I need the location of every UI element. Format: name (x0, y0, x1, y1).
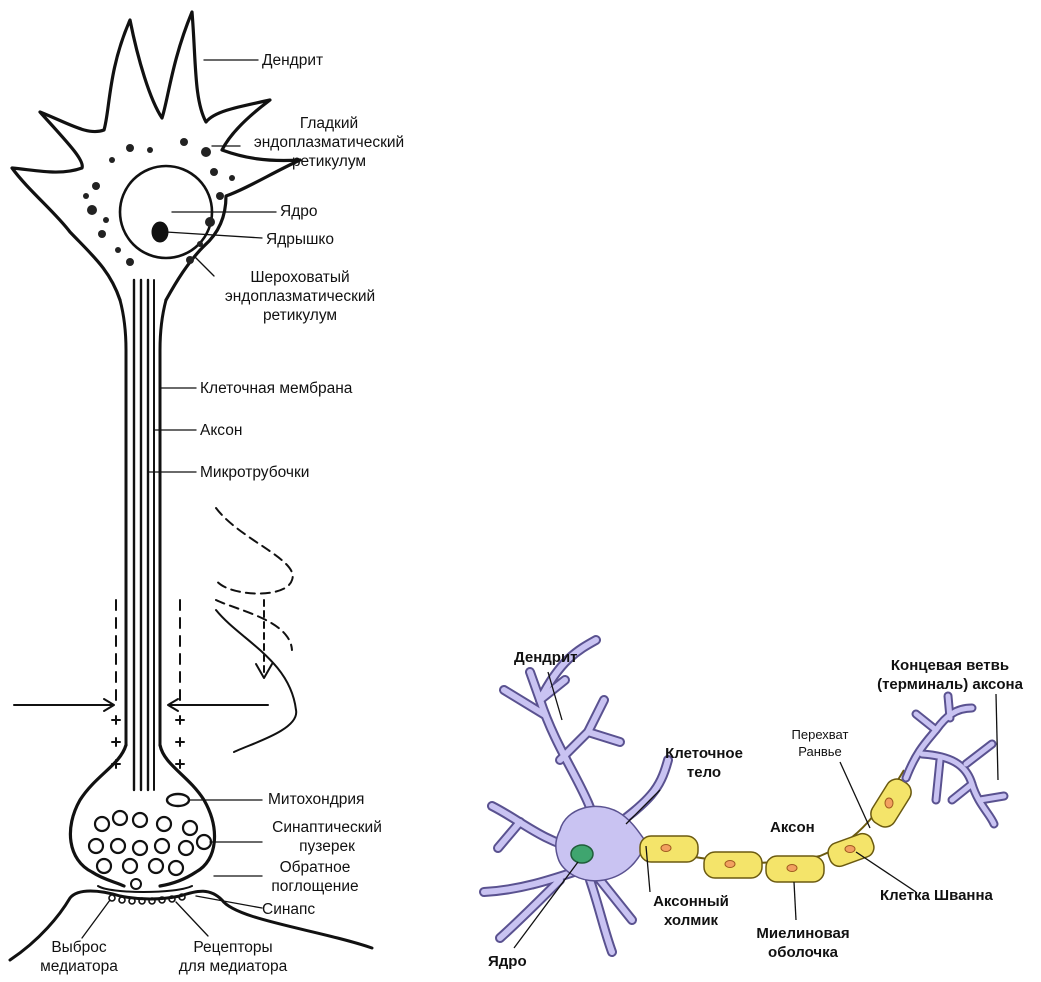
dendrites-fill (484, 640, 668, 952)
label-axon-right: Аксон (770, 818, 815, 837)
label-node-ranvier: Перехват Ранвье (780, 726, 860, 760)
label-axon-left: Аксон (200, 421, 242, 440)
label-cell-body-line1: Клеточное (654, 744, 754, 763)
label-mediator-release-line1: Выброс (24, 938, 134, 957)
label-rough-er-line2: эндоплазматический (212, 287, 388, 306)
label-synapse: Синапс (262, 900, 315, 919)
synaptic-vesicles (89, 811, 211, 875)
label-axon-hillock-line1: Аксонный (644, 892, 738, 911)
label-node-ranvier-line2: Ранвье (780, 743, 860, 760)
label-microtubules: Микротрубочки (200, 463, 309, 482)
mitochondrion (167, 794, 189, 806)
label-mediator-release: Выброс медиатора (24, 938, 134, 976)
vesicle-release (131, 879, 141, 889)
label-synaptic-vesicle-line1: Синаптический (262, 818, 392, 837)
label-receptors-line2: для медиатора (160, 957, 306, 976)
label-rough-er-line1: Шероховатый (212, 268, 388, 287)
label-dendrite-right: Дендрит (514, 648, 578, 667)
axon-left-edge (120, 300, 126, 745)
label-myelin: Миелиновая оболочка (744, 924, 862, 962)
label-mediator-release-line2: медиатора (24, 957, 134, 976)
label-rough-er: Шероховатый эндоплазматический ретикулум (212, 268, 388, 325)
label-nucleolus: Ядрышко (266, 230, 334, 249)
nucleus-right (571, 845, 593, 863)
label-myelin-line2: оболочка (744, 943, 862, 962)
label-cell-membrane: Клеточная мембрана (200, 379, 352, 398)
label-node-ranvier-line1: Перехват (780, 726, 860, 743)
label-smooth-er-line2: эндоплазматический (244, 133, 414, 152)
dendrites (484, 640, 668, 952)
label-axon-terminal-line1: Концевая ветвь (862, 656, 1038, 675)
label-rough-er-line3: ретикулум (212, 306, 388, 325)
label-axon-terminal-line2: (терминаль) аксона (862, 675, 1038, 694)
label-synaptic-vesicle: Синаптический пузерек (262, 818, 392, 856)
label-smooth-er-line3: ретикулум (244, 152, 414, 171)
label-myelin-line1: Миелиновая (744, 924, 862, 943)
action-potential-curve (216, 508, 296, 752)
label-axon-hillock-line2: холмик (644, 911, 738, 930)
label-receptors-line1: Рецепторы (160, 938, 306, 957)
terminal-bulb (70, 745, 214, 886)
label-reuptake-line2: поглощение (262, 877, 368, 896)
label-reuptake-line1: Обратное (262, 858, 368, 877)
label-smooth-er: Гладкий эндоплазматический ретикулум (244, 114, 414, 171)
label-receptors: Рецепторы для медиатора (160, 938, 306, 976)
label-dendrite: Дендрит (262, 51, 323, 70)
label-cell-body: Клеточное тело (654, 744, 754, 782)
label-axon-hillock: Аксонный холмик (644, 892, 738, 930)
label-schwann-cell: Клетка Шванна (880, 886, 993, 905)
axon-right-edge (160, 300, 166, 745)
label-nucleus: Ядро (280, 202, 317, 221)
label-axon-terminal: Концевая ветвь (терминаль) аксона (862, 656, 1038, 694)
presynaptic-membrane (98, 886, 192, 892)
label-smooth-er-line1: Гладкий (244, 114, 414, 133)
label-synaptic-vesicle-line2: пузерек (262, 837, 392, 856)
label-reuptake: Обратное поглощение (262, 858, 368, 896)
label-cell-body-line2: тело (654, 763, 754, 782)
label-nucleus-right: Ядро (488, 952, 527, 971)
label-mitochondrion: Митохондрия (268, 790, 364, 809)
